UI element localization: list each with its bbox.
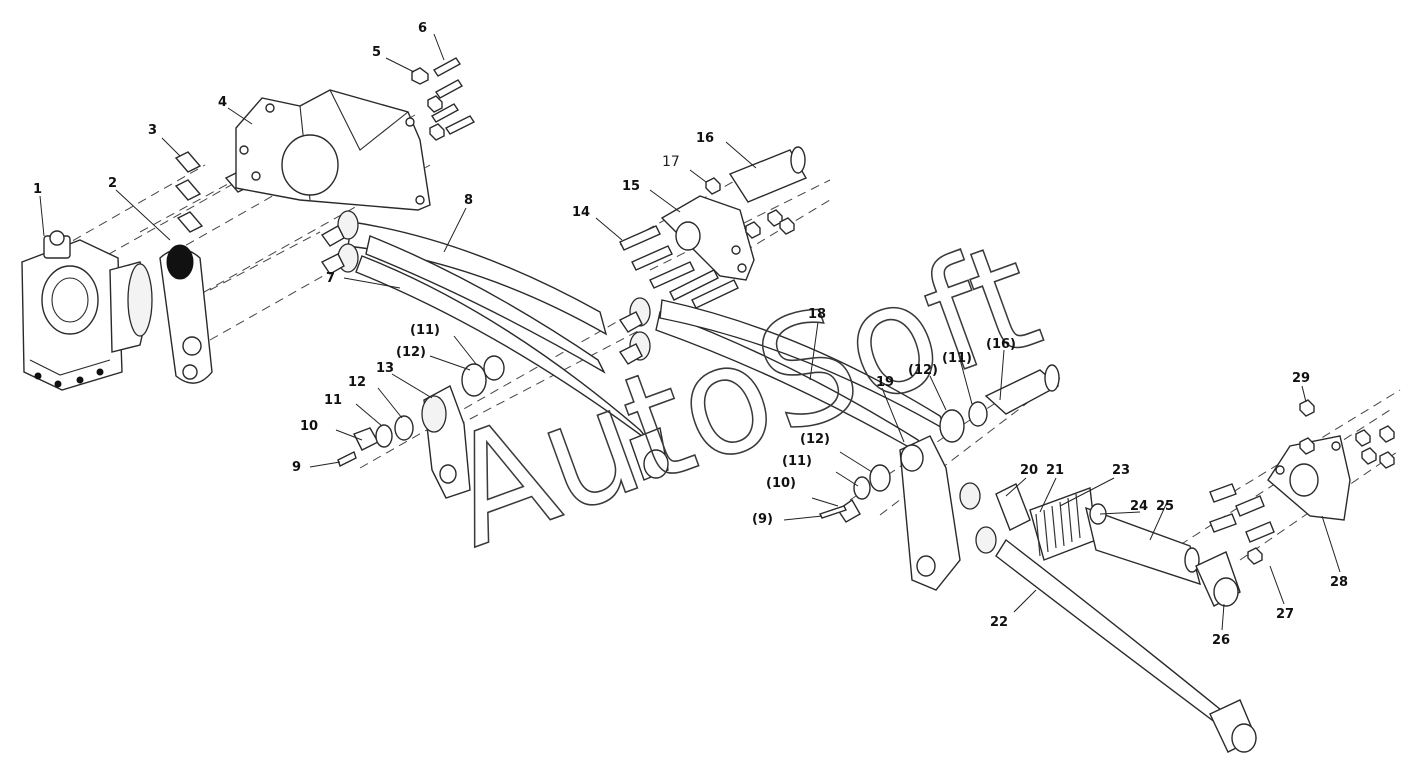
callout-12-paren-lower: (12) [800, 432, 830, 447]
callout-labels: 1 2 3 4 5 6 7 8 9 10 11 12 13 14 15 16 1… [33, 21, 1348, 648]
pitman-arm [159, 244, 213, 384]
callout-19: 19 [876, 375, 894, 390]
leader-lines [39, 33, 1341, 631]
callout-10: 10 [300, 419, 318, 434]
callout-11-paren-left: (11) [410, 323, 440, 338]
callout-27: 27 [1276, 607, 1294, 622]
callout-20: 20 [1020, 463, 1038, 478]
left-idler-group [337, 355, 669, 499]
callout-9: 9 [292, 460, 301, 475]
drag-links [320, 210, 651, 443]
callout-25: 25 [1156, 499, 1174, 514]
callout-18: 18 [808, 307, 826, 322]
mounting-bracket [235, 89, 431, 211]
callout-4: 4 [218, 95, 227, 110]
callout-17: 17 [662, 154, 680, 170]
callout-12: 12 [348, 375, 366, 390]
right-idler-group [819, 364, 1257, 753]
callout-11: 11 [324, 393, 342, 408]
callout-26: 26 [1212, 633, 1230, 648]
callout-3: 3 [148, 123, 157, 138]
bracket-fasteners [411, 57, 476, 141]
callout-2: 2 [108, 176, 117, 191]
right-bracket-group [1209, 399, 1395, 565]
callout-28: 28 [1330, 575, 1348, 590]
callout-24: 24 [1130, 499, 1148, 514]
callout-8: 8 [464, 193, 473, 208]
callout-6: 6 [418, 21, 427, 36]
callout-1: 1 [33, 182, 42, 197]
callout-5: 5 [372, 45, 381, 60]
callout-11-paren-upper: (11) [942, 351, 972, 366]
callout-10-paren: (10) [766, 476, 796, 491]
callout-23: 23 [1112, 463, 1130, 478]
callout-15: 15 [622, 179, 640, 194]
callout-29: 29 [1292, 371, 1310, 386]
callout-21: 21 [1046, 463, 1064, 478]
callout-14: 14 [572, 205, 590, 220]
callout-16: 16 [696, 131, 714, 146]
middle-bracket-group [619, 146, 808, 309]
callout-11-paren-lower: (11) [782, 454, 812, 469]
callout-12-paren-left: (12) [396, 345, 426, 360]
callout-22: 22 [990, 615, 1008, 630]
callout-16-paren-right: (16) [986, 337, 1016, 352]
callout-7: 7 [326, 271, 335, 286]
steering-gear-box [21, 230, 153, 391]
boot-bellows [1035, 493, 1081, 557]
callout-13: 13 [376, 361, 394, 376]
callout-9-paren: (9) [752, 512, 773, 527]
callout-12-paren-upper: (12) [908, 363, 938, 378]
